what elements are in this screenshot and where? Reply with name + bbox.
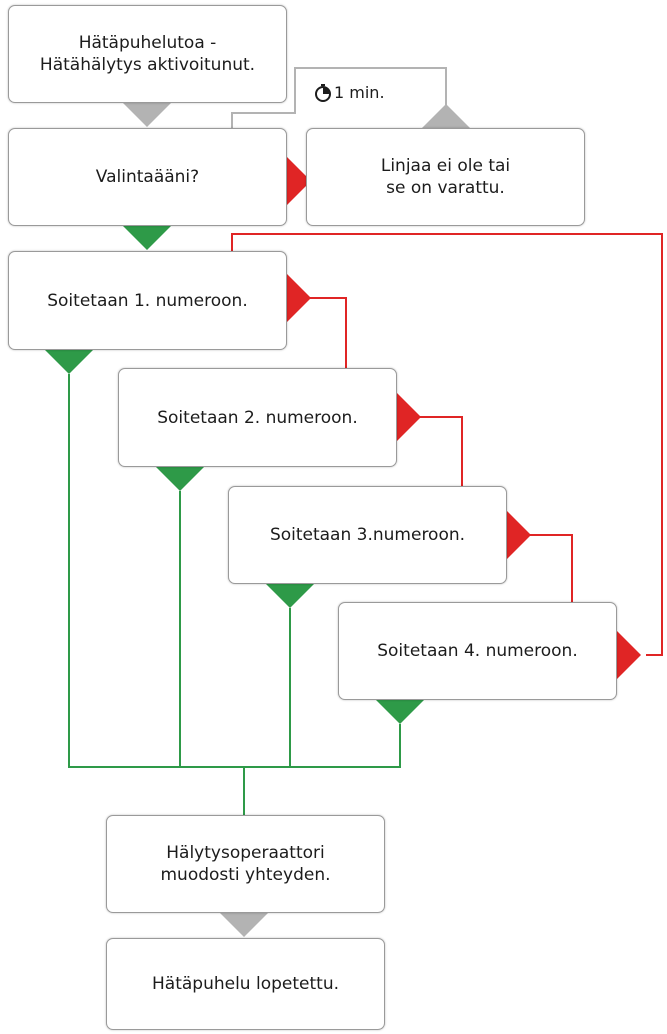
call1-step-label: Soitetaan 1. numeroon. [47, 290, 248, 311]
timer-label: 1 min. [314, 83, 385, 102]
arrow-call3-fail [507, 511, 531, 559]
dialtone-step-label: Valintaääni? [95, 167, 200, 187]
end-step: Hätäpuhelu lopetettu. [106, 938, 385, 1030]
arrow-operator-to-end [220, 913, 268, 937]
call3-step: Soitetaan 3.numeroon. [228, 486, 507, 584]
arrow-call3-success [266, 584, 314, 608]
call2-step: Soitetaan 2. numeroon. [118, 368, 397, 467]
loop-back-line [231, 233, 663, 656]
arrow-call4-fail [617, 631, 641, 679]
arrow-alarm-to-dialtone [123, 103, 171, 127]
call4-step: Soitetaan 4. numeroon. [338, 602, 617, 700]
busy-step: Linjaa ei ole tai se on varattu. [306, 128, 585, 226]
operator-step-line1: Hälytysoperaattori [166, 843, 325, 863]
arrow-call1-success [45, 350, 93, 374]
call3-step-label: Soitetaan 3.numeroon. [269, 525, 466, 545]
alarm-step-line1: Hätäpuhelutoa - [78, 33, 217, 53]
fail-line-1-2 [310, 297, 347, 368]
operator-step: Hälytysoperaattori muodosti yhteyden. [106, 815, 385, 913]
arrow-retry-up [422, 104, 470, 128]
call1-step: Soitetaan 1. numeroon. [8, 251, 287, 350]
timer-text: 1 min. [334, 83, 385, 102]
alarm-step-line2: Hätähälytys aktivoitunut. [39, 55, 256, 75]
dialtone-step: Valintaääni? [8, 128, 287, 226]
busy-step-line1: Linjaa ei ole tai [380, 156, 511, 176]
arrow-dialtone-yes [123, 226, 171, 250]
end-step-label: Hätäpuhelu lopetettu. [152, 974, 339, 994]
alarm-step: Hätäpuhelutoa - Hätähälytys aktivoitunut… [8, 5, 287, 103]
fail-line-3-4 [530, 534, 573, 602]
timer-icon [315, 83, 331, 102]
retry-loop-line [231, 67, 447, 128]
arrow-call2-fail [397, 393, 421, 441]
arrow-call4-success [376, 700, 424, 724]
arrow-call2-success [156, 467, 204, 491]
fail-line-2-3 [420, 416, 463, 486]
operator-step-line2: muodosti yhteyden. [160, 865, 331, 885]
arrow-dialtone-no [287, 157, 311, 205]
arrow-call1-fail [287, 274, 311, 322]
busy-step-line2: se on varattu. [386, 178, 505, 198]
call2-step-label: Soitetaan 2. numeroon. [157, 407, 358, 428]
call4-step-label: Soitetaan 4. numeroon. [377, 641, 578, 661]
